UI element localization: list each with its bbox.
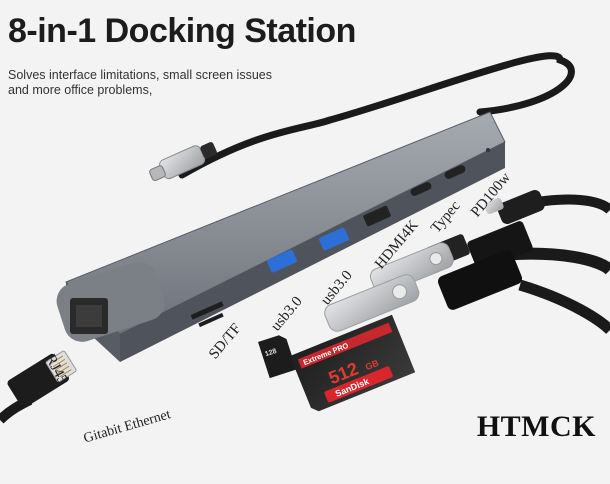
pd-port — [444, 165, 466, 179]
usb-flash-drive-2 — [324, 274, 420, 332]
usb-a-port-1 — [267, 249, 297, 273]
product-description: Solves interface limitations, small scre… — [8, 68, 308, 98]
power-led — [486, 148, 490, 152]
micro-sd-card: 128 — [258, 335, 297, 379]
usb-c-cable — [178, 52, 575, 179]
sd-card: Extreme PRO 512 GB SanDisk — [290, 314, 416, 412]
tf-slot — [198, 312, 224, 328]
ethernet-cable — [0, 350, 77, 424]
hdmi-port — [363, 205, 391, 227]
description-line-1: Solves interface limitations, small scre… — [8, 68, 272, 82]
brand-logo: HTMCK — [476, 410, 596, 443]
sd-slot — [190, 301, 224, 320]
sd-card-unit: GB — [364, 358, 381, 373]
svg-text:128: 128 — [264, 348, 277, 358]
usb-c-plug — [149, 142, 217, 182]
description-line-2: and more office problems, — [8, 83, 153, 97]
page-title: 8-in-1 Docking Station — [8, 12, 356, 50]
typec-port — [410, 182, 432, 196]
usb-a-port-2 — [319, 227, 349, 251]
